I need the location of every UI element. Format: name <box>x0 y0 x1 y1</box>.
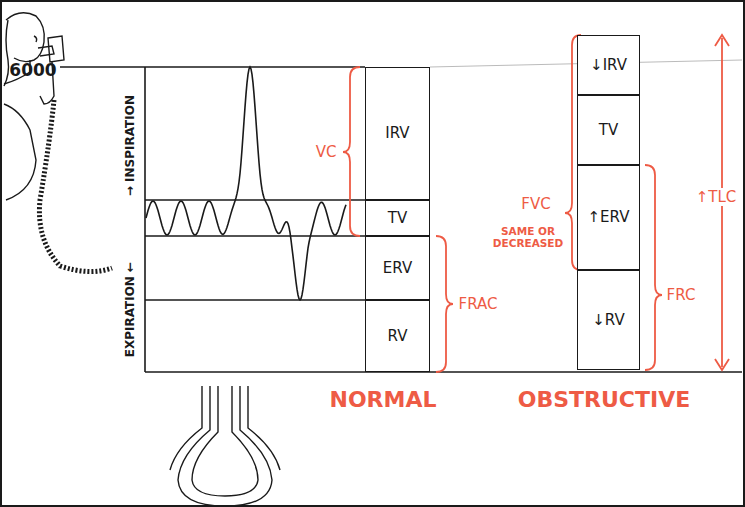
volume-label: ↓IRV <box>590 57 627 74</box>
eye-mark <box>34 36 37 42</box>
volume-label: ↓RV <box>592 312 624 329</box>
volume-box: TV <box>577 95 640 165</box>
text-label: NORMAL <box>330 388 437 412</box>
text-label: OBSTRUCTIVE <box>518 388 691 412</box>
baseline <box>145 371 742 373</box>
volume-label: ERV <box>383 260 412 277</box>
graph-lines <box>60 67 742 372</box>
text-label: VC <box>316 144 337 161</box>
arm-outline <box>4 104 36 200</box>
text-label: SAME OR DECREASED <box>490 226 566 249</box>
text-label: → INSPIRATION <box>124 95 137 196</box>
tidal-bottom-line <box>145 235 365 237</box>
volume-box: RV <box>365 300 430 372</box>
mouthpiece <box>38 46 54 56</box>
airway-outline <box>178 386 272 506</box>
text-label: EXPIRATION ← <box>124 262 137 357</box>
text-label: FVC <box>521 196 550 213</box>
tlc-arrowhead <box>715 35 729 46</box>
head-outline <box>6 13 44 62</box>
airway-line <box>248 386 280 470</box>
volume-label: TV <box>599 122 618 139</box>
volume-box: ↑ERV <box>577 165 640 270</box>
brackets <box>343 35 729 372</box>
hair-outline <box>4 20 9 86</box>
person-figure <box>4 13 112 272</box>
volume-label: IRV <box>385 125 409 142</box>
tlc-arrowhead <box>715 359 729 370</box>
axis-line <box>144 67 146 372</box>
volume-box: IRV <box>365 67 430 200</box>
text-label: ↑TLC <box>694 188 739 207</box>
volume-label: RV <box>388 328 408 345</box>
top-line <box>60 66 365 68</box>
erv-line <box>145 299 365 301</box>
volume-box: TV <box>365 200 430 236</box>
hose <box>39 100 112 272</box>
volume-box: ↓RV <box>577 270 640 370</box>
tidal-top-line <box>145 199 365 201</box>
volume-label: TV <box>388 210 407 227</box>
frc-bracket <box>645 165 662 370</box>
volume-box: ↓IRV <box>577 35 640 95</box>
airway-drawing <box>170 386 280 506</box>
volume-label: ↑ERV <box>588 209 630 226</box>
text-label: 6000 <box>9 61 56 80</box>
spirometer-handle <box>48 36 64 62</box>
text-label: FRAC <box>459 296 498 313</box>
frac-bracket <box>436 236 453 372</box>
text-label: FRC <box>667 287 696 304</box>
vc-bracket <box>343 67 360 236</box>
volume-box: ERV <box>365 236 430 300</box>
breathing-wave <box>146 67 346 300</box>
airway-line <box>170 386 202 470</box>
